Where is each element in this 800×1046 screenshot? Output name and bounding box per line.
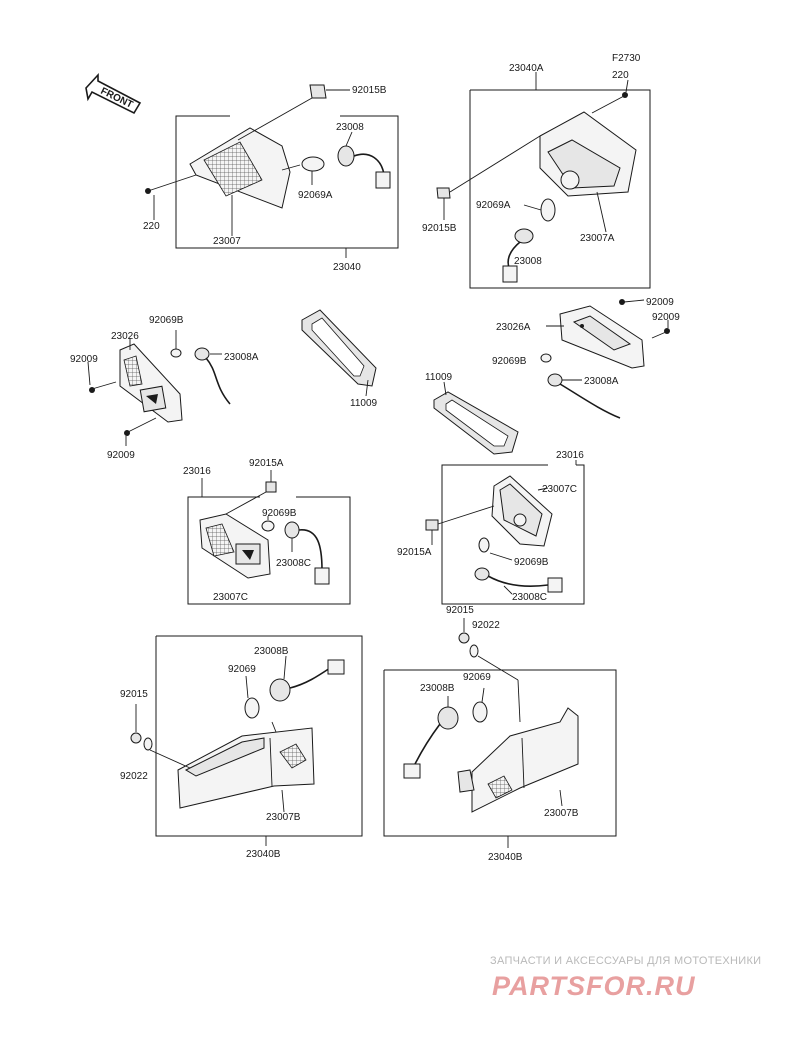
label-23007: 23007: [213, 236, 241, 247]
label-11009-a: 11009: [350, 398, 378, 409]
label-23016-left: 23016: [183, 466, 211, 477]
label-23008B-right: 23008B: [420, 683, 455, 694]
label-23008B-left: 23008B: [254, 646, 289, 657]
socket-23008B-left: [269, 678, 291, 702]
label-92015B: 92015B: [352, 85, 387, 96]
connector-23008-left: [375, 171, 391, 189]
label-11009-b: 11009: [425, 372, 453, 383]
lamp-23007B-left: [177, 727, 315, 809]
label-23008A-right: 23008A: [584, 376, 619, 387]
label-92009-d: 92009: [652, 312, 680, 323]
label-92069-left: 92069: [228, 664, 256, 675]
bulb-92069A-right: [540, 198, 556, 222]
assembly-23040: [145, 84, 399, 258]
assembly-23040B-right: [383, 618, 617, 848]
watermark: ЗАПЧАСТИ И АКСЕССУАРЫ ДЛЯ МОТОТЕХНИКИ PA…: [490, 955, 761, 1001]
label-23007A: 23007A: [580, 233, 615, 244]
label-92069B-left: 92069B: [149, 315, 184, 326]
label-23007B-left: 23007B: [266, 812, 301, 823]
front-arrow-label: FRONT: [99, 86, 135, 111]
assembly-23040A: [436, 72, 651, 289]
socket-23008-right: [514, 228, 534, 244]
clip-92015B-top: [309, 84, 327, 99]
label-92069B-right: 92069B: [492, 356, 527, 367]
assembly-23026A: [540, 299, 670, 419]
label-92069B-d: 92069B: [514, 557, 549, 568]
bulb-92069A-left: [301, 156, 325, 172]
label-92015A-left: 92015A: [249, 458, 284, 469]
label-92069B-c: 92069B: [262, 508, 297, 519]
socket-23008C-left: [284, 521, 300, 539]
label-220: 220: [143, 221, 160, 232]
label-23007C-left: 23007C: [213, 592, 248, 603]
label-92015A-right: 92015A: [397, 547, 432, 558]
watermark-tagline: ЗАПЧАСТИ И АКСЕССУАРЫ ДЛЯ МОТОТЕХНИКИ: [490, 955, 761, 967]
label-92009-c: 92009: [646, 297, 674, 308]
assembly-23016-right: [425, 460, 585, 605]
assembly-23016-left: [187, 470, 351, 605]
clip-92015B-right: [436, 187, 451, 199]
lamp-23007B-right: [471, 707, 579, 813]
label-23008-right: 23008: [514, 256, 542, 267]
label-23040: 23040: [333, 262, 361, 273]
label-92069A-right: 92069A: [476, 200, 511, 211]
label-220-right: 220: [612, 70, 629, 81]
socket-23008B-right: [437, 706, 459, 730]
label-92015-right: 92015: [446, 605, 474, 616]
socket-23008A-left: [194, 347, 210, 361]
bulb-92069-right: [472, 701, 488, 723]
label-92069A: 92069A: [298, 190, 333, 201]
bulb-92069-left: [244, 697, 260, 719]
label-23040A: 23040A: [509, 63, 544, 74]
label-92022-right: 92022: [472, 620, 500, 631]
label-23016-right: 23016: [556, 450, 584, 461]
watermark-logo: PARTSFOR.RU: [492, 971, 696, 1001]
label-92015B-right: 92015B: [422, 223, 457, 234]
label-92009-b: 92009: [107, 450, 135, 461]
gasket-11009-b: [433, 381, 519, 455]
connector-23008-right: [502, 265, 518, 283]
label-23007B-right: 23007B: [544, 808, 579, 819]
socket-23008C-right: [474, 567, 490, 581]
assembly-23026: [87, 330, 231, 446]
label-23040B-left: 23040B: [246, 849, 281, 860]
label-23007C-right: 23007C: [542, 484, 577, 495]
label-92069-right: 92069: [463, 672, 491, 683]
label-92015-left: 92015: [120, 689, 148, 700]
label-23008: 23008: [336, 122, 364, 133]
label-23008C-right: 23008C: [512, 592, 547, 603]
label-92022-left: 92022: [120, 771, 148, 782]
diagram-code: F2730: [612, 53, 641, 64]
label-23026A: 23026A: [496, 322, 531, 333]
assembly-23040B-left: [130, 635, 363, 846]
label-92009-a: 92009: [70, 354, 98, 365]
label-23040B-right: 23040B: [488, 852, 523, 863]
front-arrow-icon: FRONT: [85, 72, 142, 115]
label-23008C-left: 23008C: [276, 558, 311, 569]
label-23026: 23026: [111, 331, 139, 342]
socket-23008-left: [337, 145, 355, 167]
label-23008A-left: 23008A: [224, 352, 259, 363]
gasket-11009-a: [301, 309, 377, 397]
